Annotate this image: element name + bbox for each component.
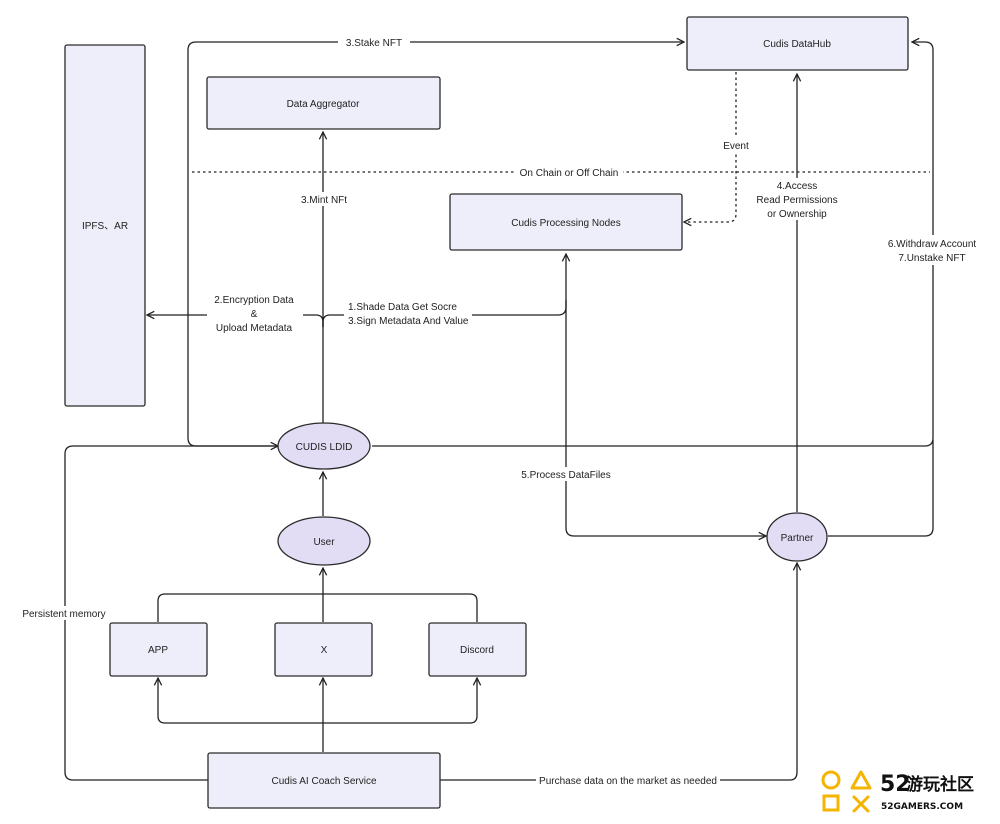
node-app-label: APP	[148, 645, 168, 656]
node-data-aggregator: Data Aggregator	[206, 76, 441, 130]
label-access-line2: Read Permissions	[756, 195, 837, 206]
watermark-site: 52GAMERS.COM	[881, 802, 963, 812]
node-cudis-ai-coach-service-label: Cudis AI Coach Service	[271, 776, 376, 787]
label-on-chain-off-chain: On Chain or Off Chain	[520, 168, 619, 179]
node-data-aggregator-label: Data Aggregator	[287, 99, 360, 110]
label-access-line3: or Ownership	[767, 209, 827, 220]
node-x: X	[274, 622, 373, 677]
label-event: Event	[723, 141, 749, 152]
label-process-datafiles: 5.Process DataFiles	[521, 470, 610, 481]
edge-event	[684, 72, 737, 222]
label-encryption-line1: 2.Encryption Data	[214, 295, 294, 306]
edge-process-datafiles	[565, 300, 766, 536]
node-x-label: X	[321, 645, 328, 656]
label-stake-nft: 3.Stake NFT	[346, 38, 402, 49]
node-user: User	[277, 516, 371, 566]
square-symbol-icon	[822, 794, 840, 812]
edge-partner-right	[828, 440, 934, 537]
node-cudis-ldid-label: CUDIS LDID	[296, 442, 353, 453]
label-encryption-line2: &	[251, 309, 258, 320]
triangle-symbol-icon	[850, 770, 872, 790]
edge-coach-to-apps	[157, 715, 478, 724]
label-access-line1: 4.Access	[777, 181, 818, 192]
node-app: APP	[109, 622, 208, 677]
node-cudis-ai-coach-service: Cudis AI Coach Service	[207, 752, 441, 809]
node-ipfs-ar: IPFS、AR	[64, 44, 146, 407]
label-purchase-data: Purchase data on the market as needed	[539, 776, 717, 787]
label-withdraw-line2: 7.Unstake NFT	[898, 253, 965, 264]
node-discord-label: Discord	[460, 645, 494, 656]
label-encryption-line3: Upload Metadata	[216, 323, 293, 334]
node-cudis-ldid: CUDIS LDID	[277, 422, 371, 470]
label-shade-line2: 3.Sign Metadata And Value	[348, 316, 469, 327]
watermark-logo: 52 游玩社区 52GAMERS.COM	[821, 770, 974, 813]
node-partner: Partner	[766, 512, 828, 562]
label-withdraw-line1: 6.Withdraw Account	[888, 239, 977, 250]
watermark-number: 52	[880, 772, 911, 797]
node-cudis-processing-nodes: Cudis Processing Nodes	[449, 193, 683, 251]
label-shade-line1: 1.Shade Data Get Socre	[348, 302, 457, 313]
watermark-chinese: 游玩社区	[906, 774, 974, 795]
cross-symbol-icon	[852, 795, 870, 813]
node-ipfs-ar-label: IPFS、AR	[82, 221, 128, 232]
node-partner-label: Partner	[781, 533, 814, 544]
label-persistent-memory: Persistent memory	[22, 609, 105, 620]
edge-apps-to-user	[157, 593, 478, 622]
node-cudis-datahub: Cudis DataHub	[686, 16, 909, 71]
node-cudis-datahub-label: Cudis DataHub	[763, 39, 831, 50]
node-cudis-processing-nodes-label: Cudis Processing Nodes	[511, 218, 621, 229]
circle-symbol-icon	[821, 770, 841, 790]
node-user-label: User	[313, 537, 335, 548]
edge-purchase-data	[440, 563, 797, 781]
node-discord: Discord	[428, 622, 527, 677]
label-mint-nft: 3.Mint NFt	[301, 195, 347, 206]
